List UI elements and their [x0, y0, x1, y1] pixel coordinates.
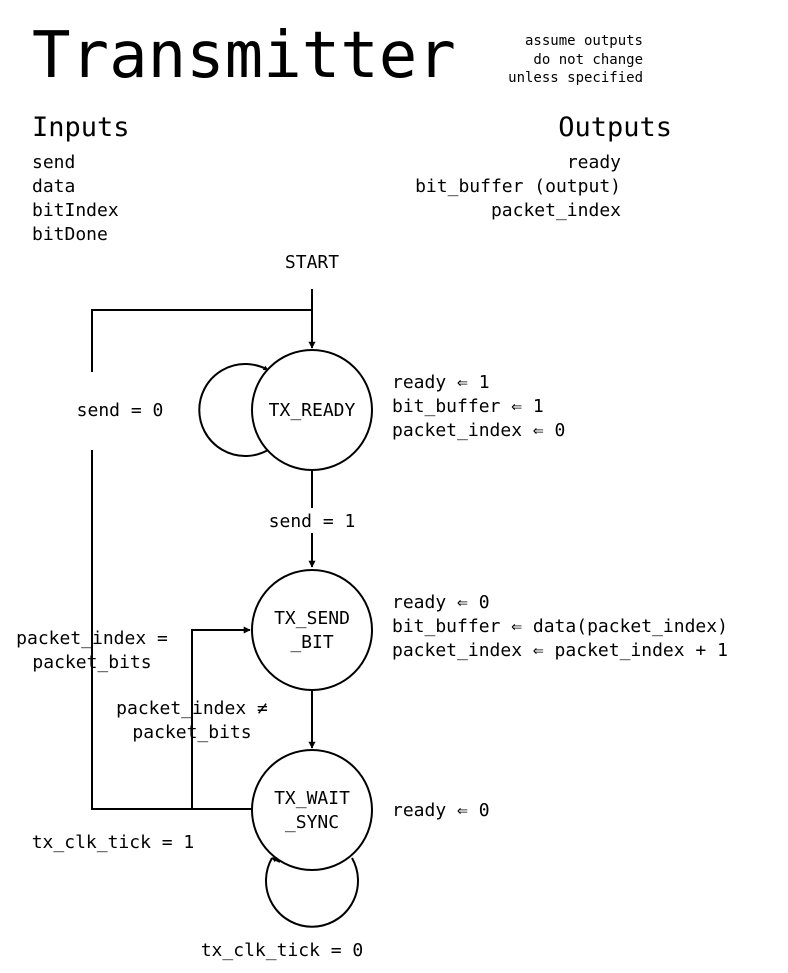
transition-wait-self — [265, 857, 359, 928]
ready-action: ready ⇐ 1 — [392, 372, 490, 393]
output-item: bit_buffer (output) — [415, 176, 621, 197]
state-tx-send-bit-label-1: TX_SEND — [274, 608, 350, 629]
label-tick-1: tx_clk_tick = 1 — [32, 832, 195, 853]
note-line-2: do not change — [533, 52, 643, 68]
input-item: send — [32, 152, 75, 173]
note-line-1: assume outputs — [525, 33, 643, 49]
output-item: ready — [567, 152, 621, 173]
state-tx-send-bit-label-2: _BIT — [290, 632, 334, 653]
inputs-heading: Inputs — [32, 112, 130, 143]
note-line-3: unless specified — [508, 70, 643, 86]
transition-ready-self — [198, 363, 269, 457]
transition-wait-self-head — [271, 857, 281, 863]
label-tick-0: tx_clk_tick = 0 — [201, 940, 364, 961]
outputs-heading: Outputs — [558, 112, 672, 143]
transition-wait-to-send — [191, 626, 251, 809]
label-send-0: send = 0 — [77, 400, 164, 421]
label-index-equal-2: packet_bits — [32, 652, 151, 673]
input-item: data — [32, 176, 75, 197]
input-item: bitDone — [32, 224, 108, 245]
state-tx-wait-sync — [251, 749, 373, 871]
send-action: bit_buffer ⇐ data(packet_index) — [392, 616, 728, 637]
send-action: packet_index ⇐ packet_index + 1 — [392, 640, 728, 661]
label-index-not-equal-2: packet_bits — [132, 722, 251, 743]
state-tx-wait-sync-label-2: _SYNC — [285, 812, 339, 833]
start-label: START — [285, 252, 339, 273]
label-index-not-equal-1: packet_index ≠ — [116, 698, 268, 719]
send-action: ready ⇐ 0 — [392, 592, 490, 613]
page-title: Transmitter — [32, 19, 456, 93]
state-tx-ready-label: TX_READY — [269, 400, 356, 421]
wait-action: ready ⇐ 0 — [392, 800, 490, 821]
transition-wait-to-ready-lower — [91, 450, 252, 810]
transition-wait-to-ready-upper — [91, 309, 312, 372]
state-tx-wait-sync-label-1: TX_WAIT — [274, 788, 350, 809]
ready-action: bit_buffer ⇐ 1 — [392, 396, 544, 417]
state-tx-send-bit — [251, 569, 373, 691]
label-index-equal-1: packet_index = — [16, 628, 168, 649]
output-item: packet_index — [491, 200, 621, 221]
input-item: bitIndex — [32, 200, 119, 221]
label-send-1: send = 1 — [269, 511, 356, 532]
state-tx-ready — [251, 349, 373, 471]
ready-action: packet_index ⇐ 0 — [392, 420, 565, 441]
